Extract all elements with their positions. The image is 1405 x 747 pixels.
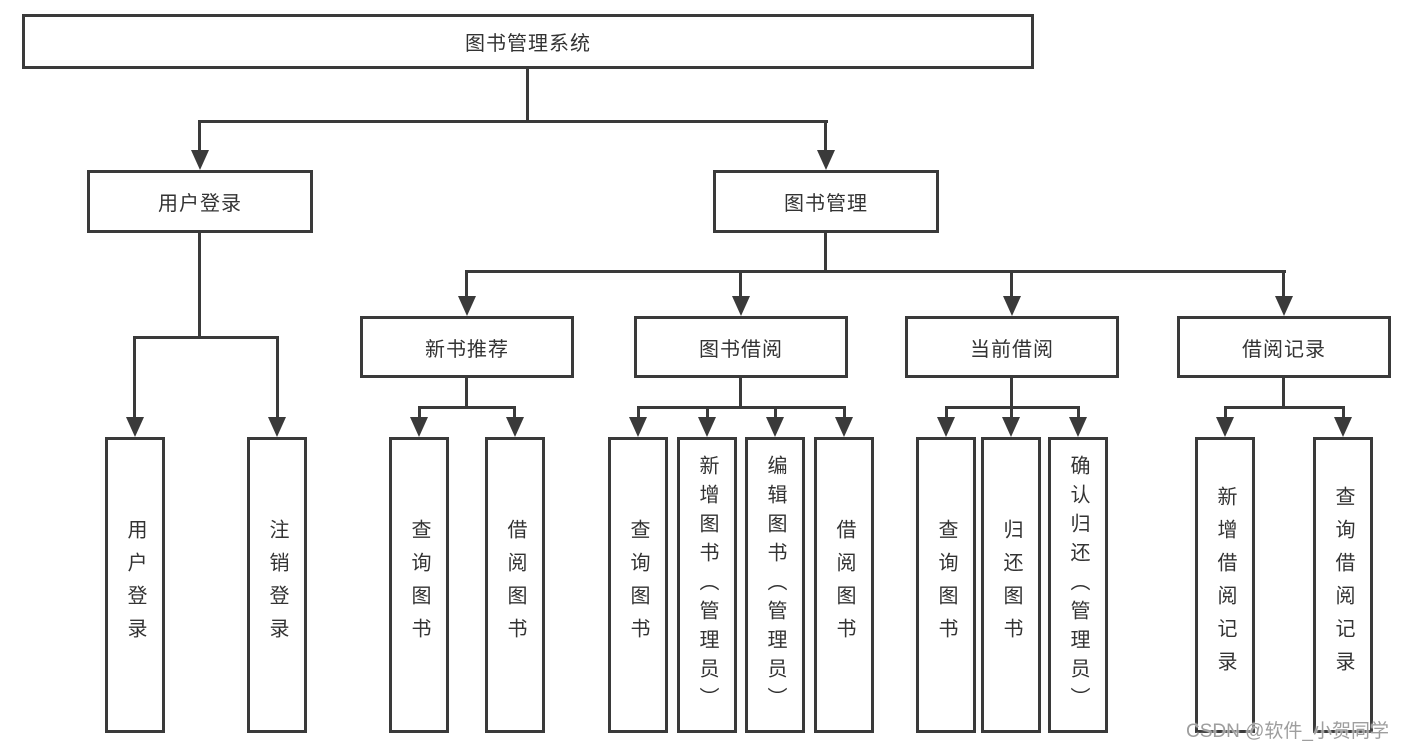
arrowhead-leaf-user-login — [126, 417, 144, 437]
arrowhead-user-login — [191, 150, 209, 170]
connector-borrow-records-rail — [1224, 406, 1344, 409]
connector-leaf-drop — [418, 406, 421, 417]
leaf-borrow-books-recommend: 借阅图书 — [485, 437, 545, 733]
connector-leaf-drop — [1010, 406, 1013, 417]
leaf-label: 借阅图书 — [504, 519, 526, 651]
connector-book-borrow-rail — [637, 406, 845, 409]
leaf-label: 查询图书 — [935, 519, 957, 651]
connector-drop-book-borrow — [739, 270, 742, 296]
connector-leaf-drop — [1077, 406, 1080, 417]
arrowhead-leaf — [506, 417, 524, 437]
arrowhead-book-management — [817, 150, 835, 170]
arrowhead-leaf — [1216, 417, 1234, 437]
arrowhead-leaf — [937, 417, 955, 437]
connector-borrow-records-stub — [1282, 378, 1285, 407]
connector-book-borrow-stub — [739, 378, 742, 407]
leaf-label: 注销登录 — [266, 519, 288, 651]
leaf-label: 用户登录 — [124, 519, 146, 651]
arrowhead-leaf — [698, 417, 716, 437]
arrowhead-leaf-logout — [268, 417, 286, 437]
node-current-borrowing: 当前借阅 — [905, 316, 1119, 378]
connector-leaf-drop — [513, 406, 516, 417]
connector-user-login-stub — [198, 233, 201, 337]
connector-root-stub — [526, 69, 529, 120]
connector-level3-rail — [465, 270, 1286, 273]
node-library-management-system: 图书管理系统 — [22, 14, 1034, 69]
leaf-borrow-books: 借阅图书 — [814, 437, 874, 733]
connector-drop-current-borrow — [1010, 270, 1013, 296]
connector-leaf-drop — [843, 406, 846, 417]
leaf-query-books-recommend: 查询图书 — [389, 437, 449, 733]
connector-current-borrow-stub — [1010, 378, 1013, 407]
leaf-label: 新增图书（管理员） — [696, 454, 718, 716]
arrowhead-leaf — [766, 417, 784, 437]
connector-leaf-drop — [1224, 406, 1227, 417]
arrowhead-leaf — [1069, 417, 1087, 437]
arrowhead-leaf — [1002, 417, 1020, 437]
node-new-book-recommendation: 新书推荐 — [360, 316, 574, 378]
leaf-return-books: 归还图书 — [981, 437, 1041, 733]
arrowhead-new-book — [458, 296, 476, 316]
connector-new-book-stub — [465, 378, 468, 407]
leaf-edit-books-admin: 编辑图书（管理员） — [745, 437, 805, 733]
connector-leaf-drop — [945, 406, 948, 417]
leaf-label: 编辑图书（管理员） — [764, 454, 786, 716]
connector-leaf-drop — [637, 406, 640, 417]
leaf-query-borrow-record: 查询借阅记录 — [1313, 437, 1373, 733]
connector-leaf-drop — [1342, 406, 1345, 417]
arrowhead-borrow-records — [1275, 296, 1293, 316]
leaf-confirm-return-admin: 确认归还（管理员） — [1048, 437, 1108, 733]
arrowhead-current-borrow — [1003, 296, 1021, 316]
arrowhead-leaf — [1334, 417, 1352, 437]
leaf-add-books-admin: 新增图书（管理员） — [677, 437, 737, 733]
connector-level2-rail — [198, 120, 828, 123]
leaf-query-books-borrow: 查询图书 — [608, 437, 668, 733]
leaf-logout: 注销登录 — [247, 437, 307, 733]
connector-leaf-drop — [774, 406, 777, 417]
leaf-label: 新增借阅记录 — [1214, 486, 1236, 684]
connector-drop-leaf-logout — [276, 336, 279, 417]
arrowhead-leaf — [835, 417, 853, 437]
arrowhead-leaf — [629, 417, 647, 437]
arrowhead-leaf — [410, 417, 428, 437]
node-borrowing-records: 借阅记录 — [1177, 316, 1391, 378]
leaf-label: 查询借阅记录 — [1332, 486, 1354, 684]
connector-drop-borrow-records — [1282, 270, 1285, 296]
connector-book-management-stub — [824, 233, 827, 271]
arrowhead-book-borrow — [732, 296, 750, 316]
connector-user-login-rail — [133, 336, 279, 339]
connector-leaf-drop — [706, 406, 709, 417]
leaf-add-borrow-record: 新增借阅记录 — [1195, 437, 1255, 733]
leaf-label: 查询图书 — [408, 519, 430, 651]
node-book-management: 图书管理 — [713, 170, 939, 233]
csdn-watermark: CSDN @软件_小贺同学 — [1186, 721, 1389, 742]
leaf-label: 确认归还（管理员） — [1067, 454, 1089, 716]
connector-drop-leaf-user-login — [133, 336, 136, 417]
leaf-label: 查询图书 — [627, 519, 649, 651]
connector-new-book-rail — [418, 406, 516, 409]
connector-drop-user-login — [198, 120, 201, 153]
node-user-login: 用户登录 — [87, 170, 313, 233]
leaf-label: 借阅图书 — [833, 519, 855, 651]
leaf-label: 归还图书 — [1000, 519, 1022, 651]
leaf-query-books-current: 查询图书 — [916, 437, 976, 733]
node-book-borrowing: 图书借阅 — [634, 316, 848, 378]
leaf-user-login: 用户登录 — [105, 437, 165, 733]
connector-drop-book-management — [824, 120, 827, 153]
connector-drop-new-book — [465, 270, 468, 296]
